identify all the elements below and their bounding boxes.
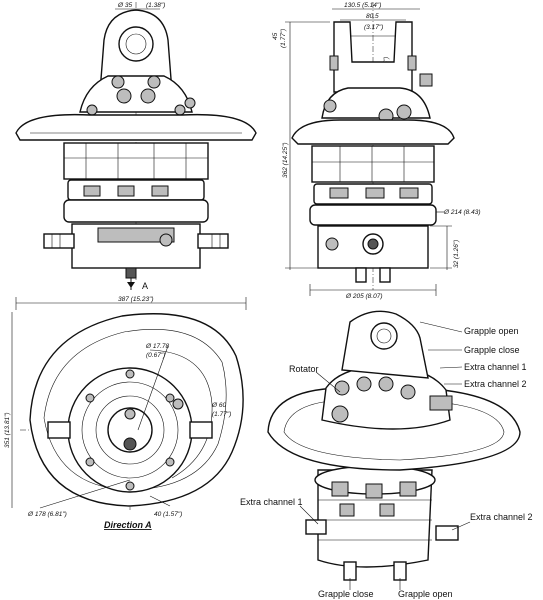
- dim-link-width: 80.5: [366, 13, 379, 20]
- dim-link-width-in: (3.17"): [364, 24, 383, 31]
- dim-pin-diameter: Ø 35: [117, 2, 132, 9]
- dim-top-height: 45: [272, 32, 279, 40]
- dim-hub-diameter: Ø 60: [211, 402, 226, 409]
- dim-total-height: 362 (14.25"): [282, 142, 289, 178]
- label-extra-channel-1: Extra channel 1: [464, 362, 527, 372]
- dim-port-offset: 40 (1.57"): [154, 511, 182, 518]
- dim-top-height-in: (1.77"): [280, 29, 287, 48]
- label-extra-channel-1-bottom: Extra channel 1: [240, 497, 303, 507]
- label-rotator: Rotator: [289, 364, 319, 374]
- dim-overall-width: 130.5 (5.14"): [344, 2, 381, 9]
- isometric-view: [267, 310, 521, 590]
- dim-overall-depth: 351 (13.81"): [4, 412, 11, 448]
- label-grapple-open-bottom: Grapple open: [398, 589, 453, 599]
- dim-base-diameter: Ø 205 (8.07): [345, 293, 383, 300]
- label-grapple-open: Grapple open: [464, 326, 519, 336]
- label-grapple-close: Grapple close: [464, 345, 520, 355]
- front-view: Ø 35 (1.38"): [15, 2, 257, 291]
- label-extra-channel-2-bottom: Extra channel 2: [470, 512, 533, 522]
- dim-body-diameter: Ø 214 (8.43): [443, 209, 481, 216]
- dim-bottom-height: 32 (1.26"): [453, 240, 460, 268]
- dim-port-diameter-in: (0.67"): [146, 352, 165, 359]
- side-view: 130.5 (5.14") 80.5 (3.17") 45 (1.77") 36…: [272, 2, 481, 300]
- label-extra-channel-2: Extra channel 2: [464, 379, 527, 389]
- direction-a-title: Direction A: [104, 520, 152, 530]
- dim-overall-length: 387 (15.23"): [118, 296, 154, 303]
- dim-port-diameter: Ø 17.78: [145, 343, 170, 350]
- dim-hub-diameter-in: (1.77"): [212, 411, 231, 418]
- dim-flange-diameter: Ø 178 (6.81"): [27, 511, 67, 518]
- direction-a-marker: A: [142, 281, 148, 291]
- dim-pin-diameter-in: (1.38"): [146, 2, 165, 9]
- label-grapple-close-bottom: Grapple close: [318, 589, 374, 599]
- bottom-view: 387 (15.23") 351 (13.81") Ø 17.78 (0.67"…: [4, 296, 247, 530]
